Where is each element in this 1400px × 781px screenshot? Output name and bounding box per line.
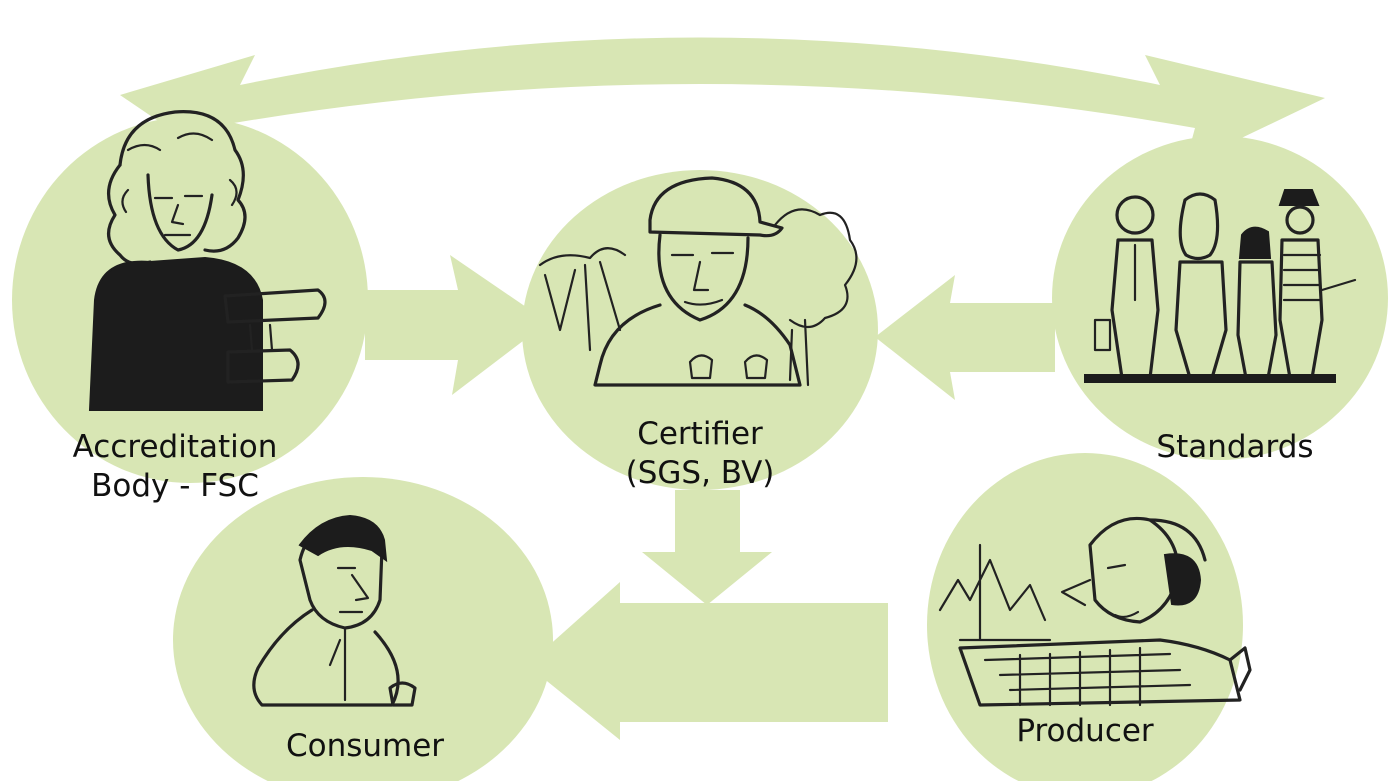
certifier-label: Certifier (SGS, BV) <box>560 415 840 493</box>
certifier-label-line2: (SGS, BV) <box>625 454 775 491</box>
accreditation-label-line2: Body - FSC <box>91 467 259 504</box>
certifier-bubble <box>522 170 878 490</box>
arrow-certifier-down <box>642 490 772 605</box>
judge-with-wig-icon <box>88 110 327 411</box>
standards-label: Standards <box>1156 429 1314 465</box>
producer-bubble <box>927 453 1243 781</box>
group-of-people-icon <box>1084 189 1357 383</box>
standards-bubble <box>1052 136 1388 460</box>
man-with-cup-icon <box>252 514 417 707</box>
arrow-producer-to-consumer <box>527 582 888 740</box>
producer-label: Producer <box>1016 713 1154 749</box>
accreditation-label-line1: Accreditation <box>72 429 278 465</box>
consumer-label: Consumer <box>285 728 445 764</box>
accreditation-label: Accreditation Body - FSC <box>30 428 320 506</box>
top-curved-double-arrow <box>120 37 1325 165</box>
arrow-standards-to-certifier <box>875 275 1055 400</box>
certifier-label-line1: Certifier <box>637 416 763 452</box>
forester-in-cap-icon <box>538 176 858 387</box>
arrow-accreditation-to-certifier <box>365 255 548 395</box>
man-with-headphones-icon <box>938 516 1252 707</box>
